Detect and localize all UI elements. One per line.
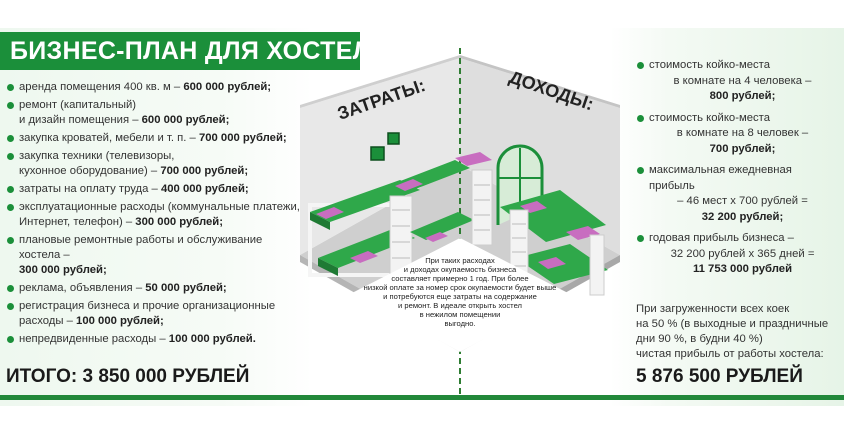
cost-amount: 700 000 рублей; (198, 132, 287, 144)
note-line-8: выгодно. (444, 319, 475, 328)
income-text: – 46 мест х 700 рублей = (677, 195, 808, 207)
cost-amount: 100 000 рублей. (168, 333, 256, 345)
bunk-bed-left (308, 180, 420, 292)
note-line-6: и ремонт. В идеале открыть хостел (398, 301, 522, 310)
wall-picture-2 (387, 132, 400, 145)
load-note-line: чистая прибыль от работы хостела: (636, 348, 824, 360)
income-text: стоимость койко-места (649, 59, 770, 71)
cost-amount: 50 000 рублей; (145, 282, 227, 294)
income-item: максимальная ежедневная прибыль – 46 мес… (636, 163, 836, 225)
cost-text: регистрация бизнеса и прочие организацио… (19, 300, 276, 312)
income-value: 32 200 рублей; (701, 210, 784, 223)
cost-item: эксплуатационные расходы (коммунальные п… (6, 200, 306, 230)
income-value: 800 рублей; (709, 90, 776, 102)
costs-list: аренда помещения 400 кв. м – 600 000 руб… (6, 80, 306, 350)
net-profit: 5 876 500 РУБЛЕЙ (636, 366, 803, 387)
income-text: в комнате на 4 человека – (673, 74, 812, 87)
cost-text: Интернет, телефон) – (19, 216, 136, 228)
load-note-line: на 50 % (в выходные и праздничные (636, 318, 829, 330)
note-line-4: низкой оплате за номер срок окупаемости … (364, 283, 557, 292)
note-line-3: составляет примерно 1 год. При более (391, 274, 528, 283)
cost-text: расходы – (19, 315, 77, 327)
cost-item: аренда помещения 400 кв. м – 600 000 руб… (6, 80, 306, 95)
income-list: стоимость койко-места в комнате на 4 чел… (636, 58, 836, 284)
costs-total: ИТОГО: 3 850 000 РУБЛЕЙ (6, 366, 250, 387)
cost-text: непредвиденные расходы – (19, 333, 169, 345)
income-value: 700 рублей; (709, 142, 776, 155)
cost-text: реклама, объявления – (19, 282, 146, 294)
wall-top-left (300, 55, 460, 108)
cost-item: регистрация бизнеса и прочие организацио… (6, 299, 306, 329)
cost-amount: 600 000 рублей; (141, 114, 230, 126)
note-line-2: и доходах окупаемость бизнеса (404, 265, 517, 274)
income-item: годовая прибыль бизнеса – 32 200 рублей … (636, 231, 836, 278)
cost-amount: 300 000 рублей; (135, 216, 224, 228)
cost-text: ремонт (капитальный) (19, 99, 137, 111)
cost-item: непредвиденные расходы – 100 000 рублей. (6, 332, 306, 347)
bottom-divider (0, 395, 844, 400)
wall-top-right (460, 55, 620, 108)
cost-amount: 600 000 рублей; (183, 81, 272, 93)
cost-item: затраты на оплату труда – 400 000 рублей… (6, 182, 306, 197)
cost-text: аренда помещения 400 кв. м – (19, 81, 184, 93)
cost-text: закупка техники (телевизоры, (19, 150, 175, 162)
income-text: в комнате на 8 человек – (676, 127, 809, 139)
cost-item: закупка кроватей, мебели и т. п. – 700 0… (6, 131, 306, 146)
cost-text: плановые ремонтные работы и обслуживание… (19, 234, 263, 261)
wall-picture-1 (370, 146, 385, 161)
cost-text: затраты на оплату труда – (19, 183, 161, 195)
income-text: максимальная ежедневная прибыль (649, 164, 792, 192)
cost-item: реклама, объявления – 50 000 рублей; (6, 281, 306, 296)
income-item: стоимость койко-места в комнате на 8 чел… (636, 111, 836, 158)
note-line-1: При таких расходах (425, 256, 495, 265)
costs-panel-bg (0, 28, 313, 406)
cost-item: плановые ремонтные работы и обслуживание… (6, 233, 306, 278)
income-value: 11 753 000 рублей (692, 263, 793, 275)
center-note: При таких расходах и доходах окупаемость… (364, 256, 557, 328)
cost-item: ремонт (капитальный) и дизайн помещения … (6, 98, 306, 128)
bunk-bed-back (390, 152, 493, 246)
cost-text: закупка кроватей, мебели и т. п. – (19, 132, 199, 144)
income-item: стоимость койко-места в комнате на 4 чел… (636, 58, 836, 105)
income-text: стоимость койко-места (649, 111, 770, 124)
income-text: 32 200 рублей х 365 дней = (670, 247, 815, 260)
cost-text: кухонное оборудование) – (19, 165, 161, 177)
note-line-5: и потребуются еще затраты на содержание (383, 292, 537, 301)
income-text: годовая прибыль бизнеса – (649, 232, 794, 244)
cost-amount: 100 000 рублей; (76, 315, 164, 327)
note-box (352, 238, 568, 352)
cost-text: эксплуатационные расходы (коммунальные п… (19, 201, 300, 213)
cost-item: закупка техники (телевизоры, кухонное об… (6, 149, 306, 179)
note-line-7: в нежилом помещении (420, 310, 501, 319)
bunk-bed-right (500, 190, 608, 296)
cost-text: и дизайн помещения – (19, 114, 142, 126)
income-panel-bg (610, 28, 844, 406)
page-title: БИЗНЕС-ПЛАН ДЛЯ ХОСТЕЛА (0, 32, 389, 70)
cost-amount: 300 000 рублей; (19, 264, 107, 276)
cost-amount: 700 000 рублей; (160, 165, 249, 177)
load-note-line: дни 90 %, в будни 40 %) (636, 333, 763, 345)
load-note-line: При загруженности всех коек (636, 303, 790, 315)
load-note: При загруженности всех коек на 50 % (в в… (636, 302, 836, 362)
cost-amount: 400 000 рублей; (160, 183, 249, 195)
